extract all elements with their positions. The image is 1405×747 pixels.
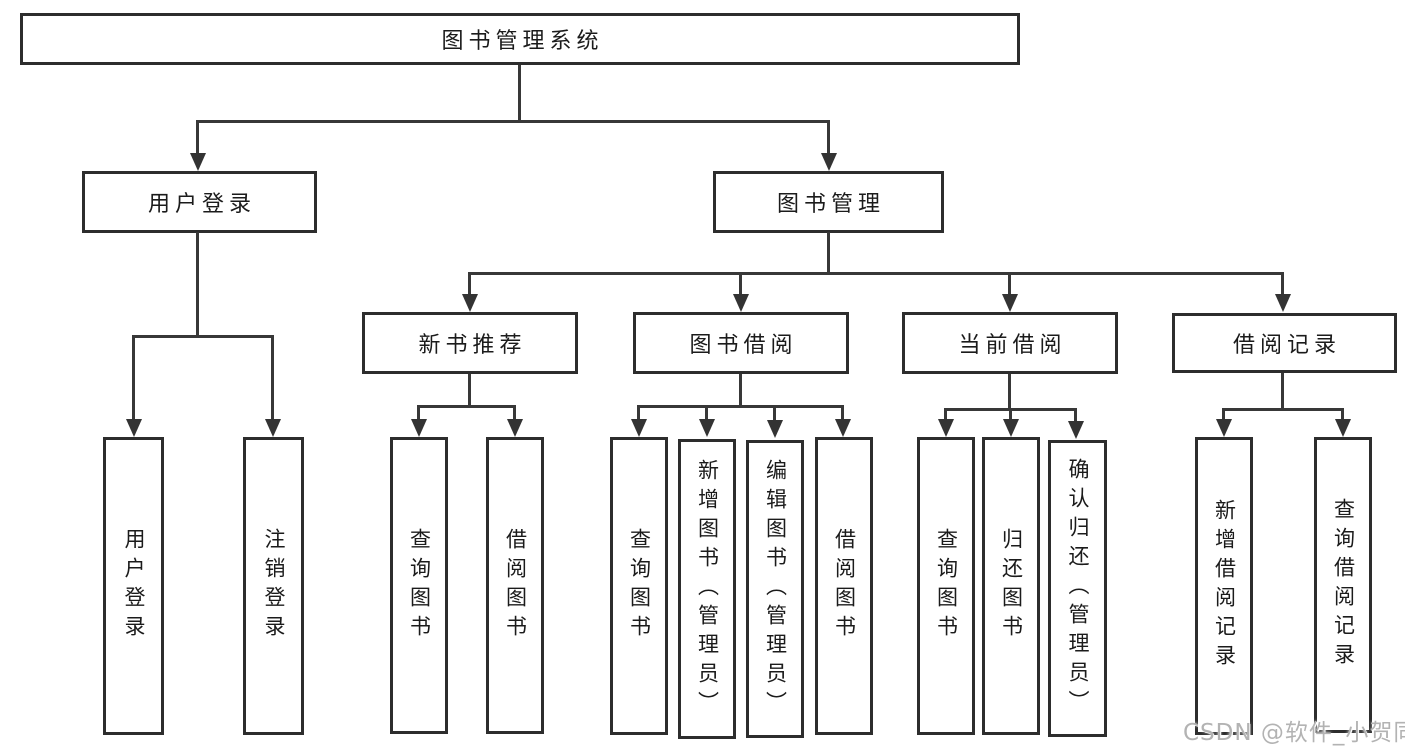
line <box>739 272 742 296</box>
arrow-down-icon <box>1068 421 1084 439</box>
line <box>827 232 830 275</box>
node-label: 新增借阅记录 <box>1212 499 1237 673</box>
line <box>773 405 776 422</box>
line <box>417 405 516 408</box>
arrow-down-icon <box>1335 419 1351 437</box>
arrow-down-icon <box>190 153 206 171</box>
arrow-down-icon <box>1275 294 1291 312</box>
line <box>1281 373 1284 408</box>
line <box>1009 408 1012 421</box>
line <box>637 405 640 421</box>
node-user-login: 用户登录 <box>82 171 317 233</box>
node-label: 新增图书（管理员） <box>695 458 720 720</box>
line <box>518 65 521 120</box>
node-label: 归还图书 <box>999 528 1024 644</box>
line <box>1222 408 1344 411</box>
line <box>469 272 1283 275</box>
line <box>196 120 830 123</box>
line <box>1281 272 1284 296</box>
node-label: 当前借阅 <box>958 333 1067 358</box>
leaf-cb-confirm-return-admin: 确认归还（管理员） <box>1048 440 1107 737</box>
line <box>468 374 471 405</box>
arrow-down-icon <box>1003 419 1019 437</box>
node-borrow-records: 借阅记录 <box>1172 313 1397 373</box>
node-label: 新书推荐 <box>418 333 527 358</box>
arrow-down-icon <box>1216 419 1232 437</box>
arrow-down-icon <box>835 419 851 437</box>
line <box>417 405 420 421</box>
leaf-bw-borrow-books: 借阅图书 <box>815 437 873 735</box>
leaf-cb-return-books: 归还图书 <box>982 437 1040 735</box>
line <box>132 335 274 338</box>
node-label: 查询图书 <box>934 528 959 644</box>
node-book-management: 图书管理 <box>713 171 944 233</box>
line <box>271 335 274 421</box>
node-label: 图书借阅 <box>689 333 798 358</box>
line <box>513 405 516 421</box>
node-label: 查询借阅记录 <box>1331 498 1356 672</box>
arrow-down-icon <box>733 294 749 312</box>
line <box>132 335 135 421</box>
node-label: 用户登录 <box>122 528 146 644</box>
csdn-watermark: CSDN @软件_小贺同学 <box>1183 720 1405 746</box>
line <box>1222 408 1225 421</box>
leaf-cb-query-books: 查询图书 <box>917 437 975 735</box>
leaf-nb-borrow-books: 借阅图书 <box>486 437 544 734</box>
leaf-user-login: 用户登录 <box>103 437 164 735</box>
arrow-down-icon <box>126 419 142 437</box>
line <box>827 120 830 154</box>
line <box>196 232 199 335</box>
leaf-logout: 注销登录 <box>243 437 304 735</box>
node-label: 借阅图书 <box>503 527 528 644</box>
leaf-bw-add-books-admin: 新增图书（管理员） <box>678 439 736 739</box>
arrow-down-icon <box>462 294 478 312</box>
arrow-down-icon <box>265 419 281 437</box>
node-label: 图书管理系统 <box>441 29 604 54</box>
node-label: 编辑图书（管理员） <box>763 458 788 720</box>
line <box>1008 272 1011 296</box>
leaf-rec-add-record: 新增借阅记录 <box>1195 437 1253 735</box>
node-label: 查询图书 <box>627 528 652 644</box>
node-label: 查询图书 <box>407 527 432 644</box>
line <box>468 272 471 296</box>
line <box>944 408 947 421</box>
node-label: 借阅记录 <box>1232 333 1341 358</box>
arrow-down-icon <box>631 419 647 437</box>
node-book-borrow: 图书借阅 <box>633 312 849 374</box>
arrow-down-icon <box>411 419 427 437</box>
node-label: 图书管理 <box>776 192 885 217</box>
arrow-down-icon <box>507 419 523 437</box>
line <box>1008 374 1011 408</box>
line <box>1341 408 1344 421</box>
node-current-borrow: 当前借阅 <box>902 312 1118 374</box>
leaf-bw-query-books: 查询图书 <box>610 437 668 735</box>
node-label: 用户登录 <box>147 192 256 217</box>
node-label: 确认归还（管理员） <box>1066 458 1090 719</box>
arrow-down-icon <box>699 419 715 437</box>
node-label: 借阅图书 <box>832 528 857 644</box>
leaf-bw-edit-books-admin: 编辑图书（管理员） <box>746 440 804 738</box>
node-library-system: 图书管理系统 <box>20 13 1020 65</box>
leaf-nb-query-books: 查询图书 <box>390 437 448 734</box>
line <box>637 405 844 408</box>
line <box>1074 408 1077 422</box>
line <box>739 374 742 405</box>
arrow-down-icon <box>938 419 954 437</box>
line <box>841 405 844 421</box>
line <box>705 405 708 421</box>
arrow-down-icon <box>821 153 837 171</box>
line <box>196 120 199 154</box>
arrow-down-icon <box>1002 294 1018 312</box>
node-new-book-recommend: 新书推荐 <box>362 312 578 374</box>
leaf-rec-query-record: 查询借阅记录 <box>1314 437 1372 733</box>
node-label: 注销登录 <box>262 528 286 644</box>
arrow-down-icon <box>767 420 783 438</box>
